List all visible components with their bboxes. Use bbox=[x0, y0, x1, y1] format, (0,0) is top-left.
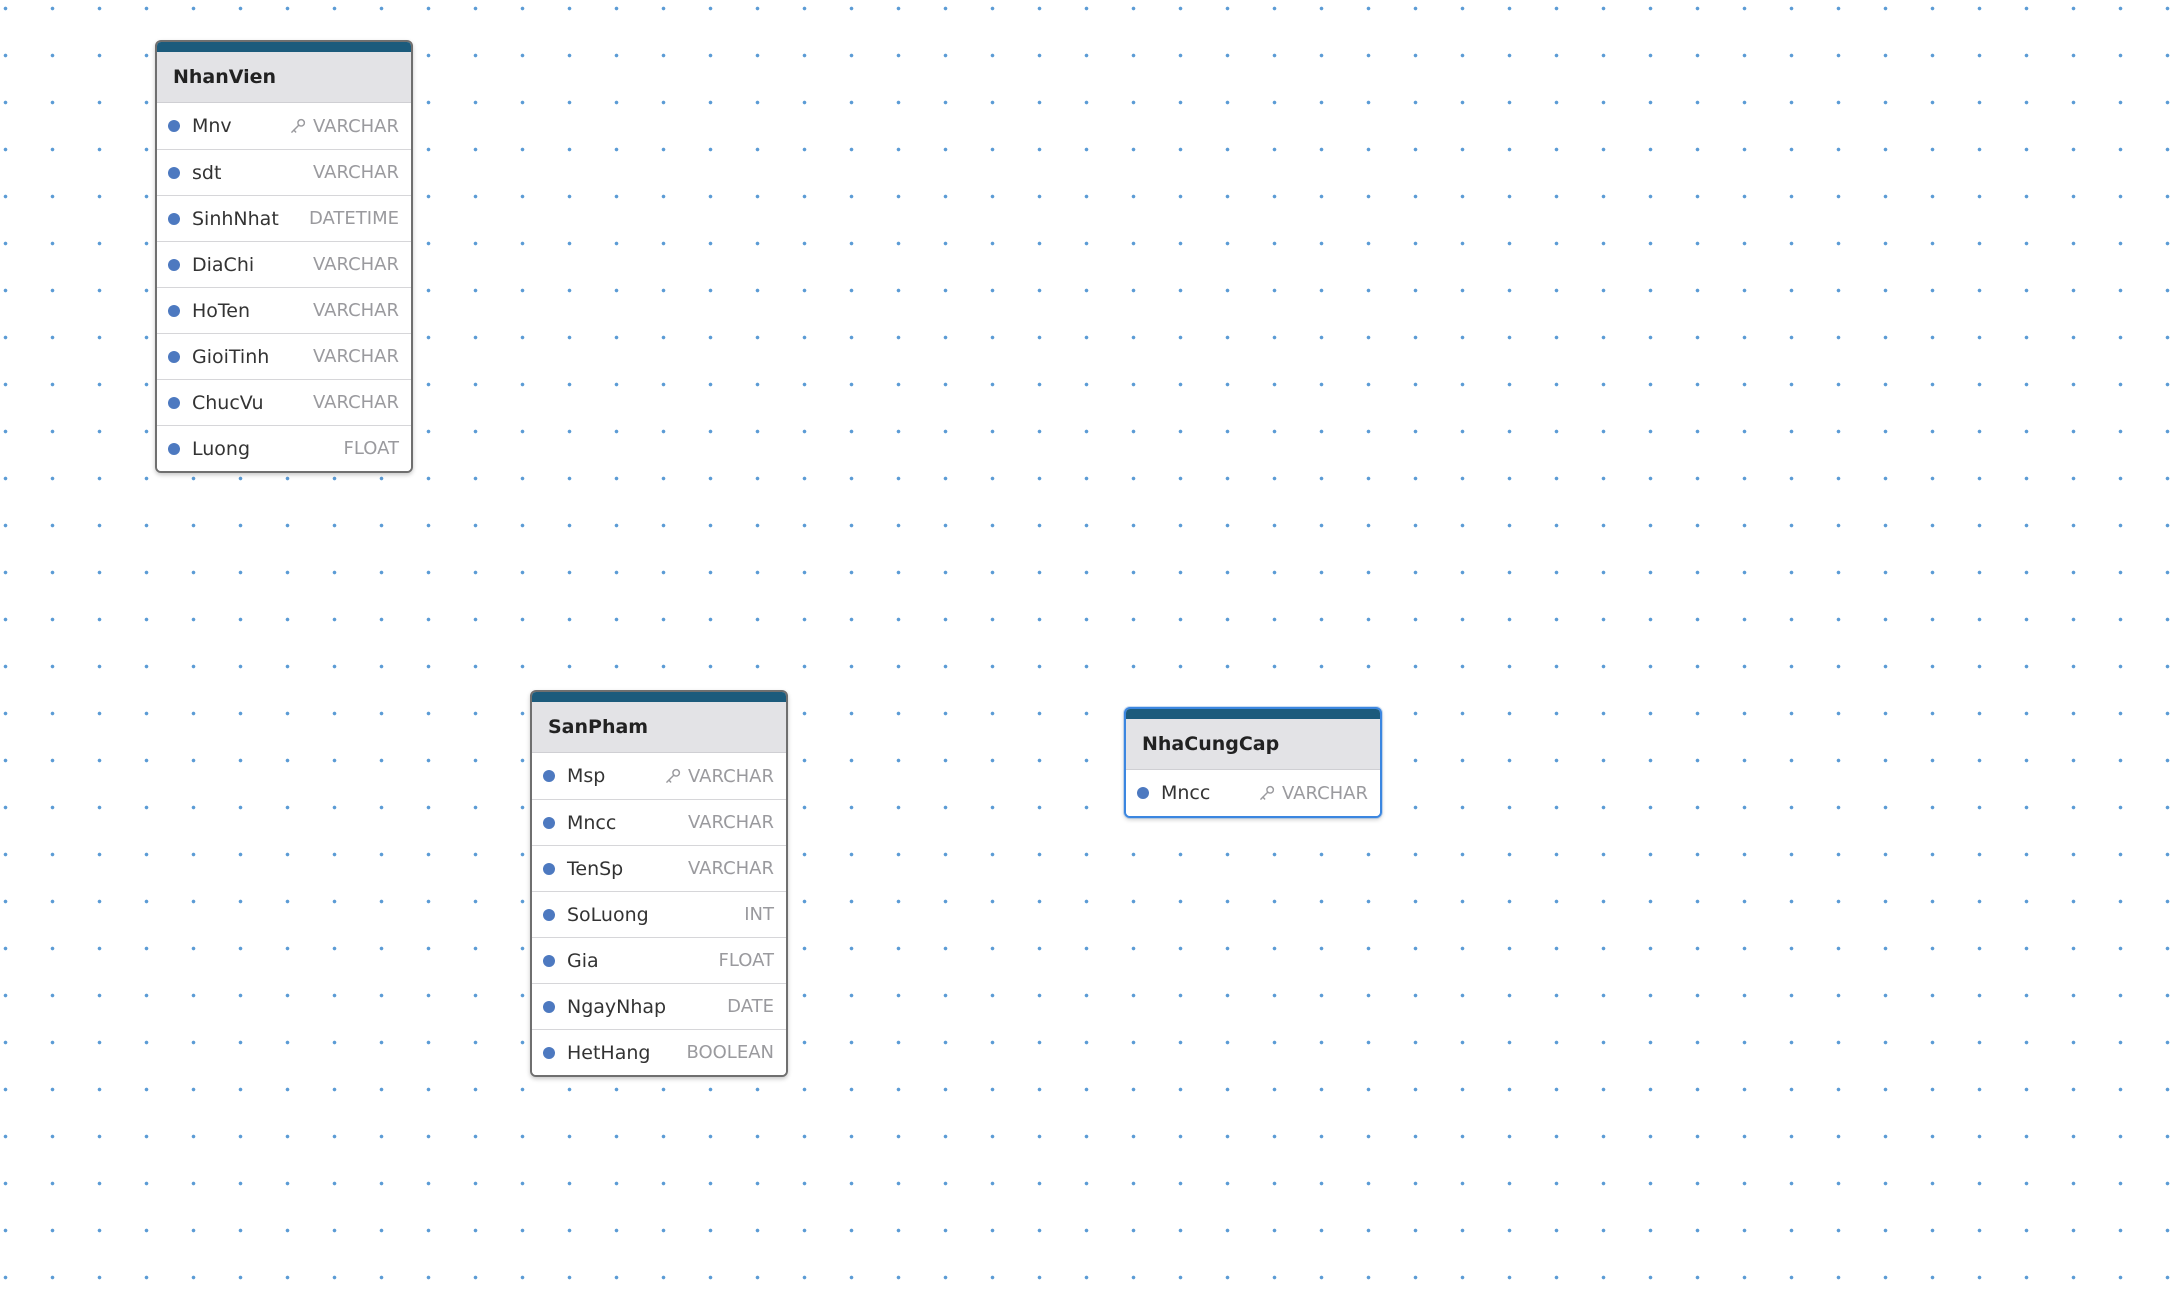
field-dot-icon bbox=[168, 304, 180, 317]
field-type: INT bbox=[744, 904, 774, 925]
field-name: Luong bbox=[192, 437, 251, 460]
field-row-hoten[interactable]: HoTen VARCHAR bbox=[157, 287, 411, 333]
field-dot-icon bbox=[1137, 787, 1149, 799]
table-title: NhanVien bbox=[173, 66, 277, 88]
field-dot-icon bbox=[168, 396, 180, 409]
field-name: Msp bbox=[567, 765, 606, 787]
field-row-sinhnhat[interactable]: SinhNhat DATETIME bbox=[157, 195, 411, 241]
field-type: VARCHAR bbox=[312, 392, 399, 413]
field-name: SinhNhat bbox=[192, 207, 279, 230]
field-row-mncc[interactable]: Mncc VARCHAR bbox=[532, 799, 786, 845]
field-type: VARCHAR bbox=[312, 115, 399, 137]
field-type: VARCHAR bbox=[687, 812, 774, 833]
field-dot-icon bbox=[168, 120, 180, 132]
field-name: HoTen bbox=[192, 299, 251, 322]
field-type: VARCHAR bbox=[687, 858, 774, 879]
field-name: NgayNhap bbox=[567, 995, 667, 1018]
field-type: BOOLEAN bbox=[686, 1042, 774, 1063]
field-dot-icon bbox=[543, 908, 555, 921]
field-type: VARCHAR bbox=[312, 300, 399, 321]
field-type: DATETIME bbox=[308, 208, 399, 229]
table-header[interactable]: SanPham bbox=[532, 702, 786, 753]
field-name: Mnv bbox=[192, 115, 232, 137]
field-dot-icon bbox=[168, 350, 180, 363]
primary-key-icon bbox=[1258, 784, 1276, 802]
field-name: SoLuong bbox=[567, 903, 649, 926]
field-name: Gia bbox=[567, 949, 599, 972]
field-dot-icon bbox=[543, 1046, 555, 1059]
field-row-mncc[interactable]: Mncc VARCHAR bbox=[1126, 770, 1380, 816]
field-type: DATE bbox=[727, 996, 774, 1017]
field-type: FLOAT bbox=[343, 438, 399, 459]
field-name: ChucVu bbox=[192, 391, 264, 414]
field-dot-icon bbox=[543, 954, 555, 967]
field-dot-icon bbox=[543, 1000, 555, 1013]
field-name: Mncc bbox=[567, 811, 617, 834]
field-row-gia[interactable]: Gia FLOAT bbox=[532, 937, 786, 983]
primary-key-icon bbox=[289, 117, 307, 135]
field-row-hethang[interactable]: HetHang BOOLEAN bbox=[532, 1029, 786, 1075]
table-title: NhaCungCap bbox=[1142, 733, 1280, 755]
field-row-tensp[interactable]: TenSp VARCHAR bbox=[532, 845, 786, 891]
field-dot-icon bbox=[168, 442, 180, 455]
field-name: Mncc bbox=[1161, 782, 1211, 804]
field-type: VARCHAR bbox=[312, 162, 399, 183]
field-name: DiaChi bbox=[192, 253, 255, 276]
table-header[interactable]: NhanVien bbox=[157, 52, 411, 103]
field-row-sdt[interactable]: sdt VARCHAR bbox=[157, 149, 411, 195]
field-name: TenSp bbox=[567, 857, 624, 880]
field-list: Mncc VARCHAR bbox=[1126, 770, 1380, 816]
field-dot-icon bbox=[168, 212, 180, 225]
field-type: FLOAT bbox=[718, 950, 774, 971]
field-row-soluong[interactable]: SoLuong INT bbox=[532, 891, 786, 937]
field-row-mnv[interactable]: Mnv VARCHAR bbox=[157, 103, 411, 149]
table-header-bar bbox=[532, 692, 786, 702]
field-name: sdt bbox=[192, 161, 222, 184]
field-dot-icon bbox=[168, 258, 180, 271]
field-type: VARCHAR bbox=[687, 765, 774, 787]
field-row-gioitinh[interactable]: GioiTinh VARCHAR bbox=[157, 333, 411, 379]
field-type: VARCHAR bbox=[1281, 782, 1368, 804]
table-title: SanPham bbox=[548, 716, 649, 738]
field-row-msp[interactable]: Msp VARCHAR bbox=[532, 753, 786, 799]
table-header[interactable]: NhaCungCap bbox=[1126, 719, 1380, 770]
field-row-luong[interactable]: Luong FLOAT bbox=[157, 425, 411, 471]
table-header-bar bbox=[157, 42, 411, 52]
field-type: VARCHAR bbox=[312, 346, 399, 367]
primary-key-icon bbox=[664, 767, 682, 785]
field-row-diachi[interactable]: DiaChi VARCHAR bbox=[157, 241, 411, 287]
field-name: HetHang bbox=[567, 1041, 651, 1064]
table-header-bar bbox=[1126, 709, 1380, 719]
field-dot-icon bbox=[543, 770, 555, 782]
field-row-ngaynhap[interactable]: NgayNhap DATE bbox=[532, 983, 786, 1029]
field-dot-icon bbox=[168, 166, 180, 179]
field-row-chucvu[interactable]: ChucVu VARCHAR bbox=[157, 379, 411, 425]
field-dot-icon bbox=[543, 816, 555, 829]
table-node-nhacungcap[interactable]: NhaCungCap Mncc VARCHAR bbox=[1124, 707, 1382, 818]
field-dot-icon bbox=[543, 862, 555, 875]
field-name: GioiTinh bbox=[192, 345, 270, 368]
field-type: VARCHAR bbox=[312, 254, 399, 275]
